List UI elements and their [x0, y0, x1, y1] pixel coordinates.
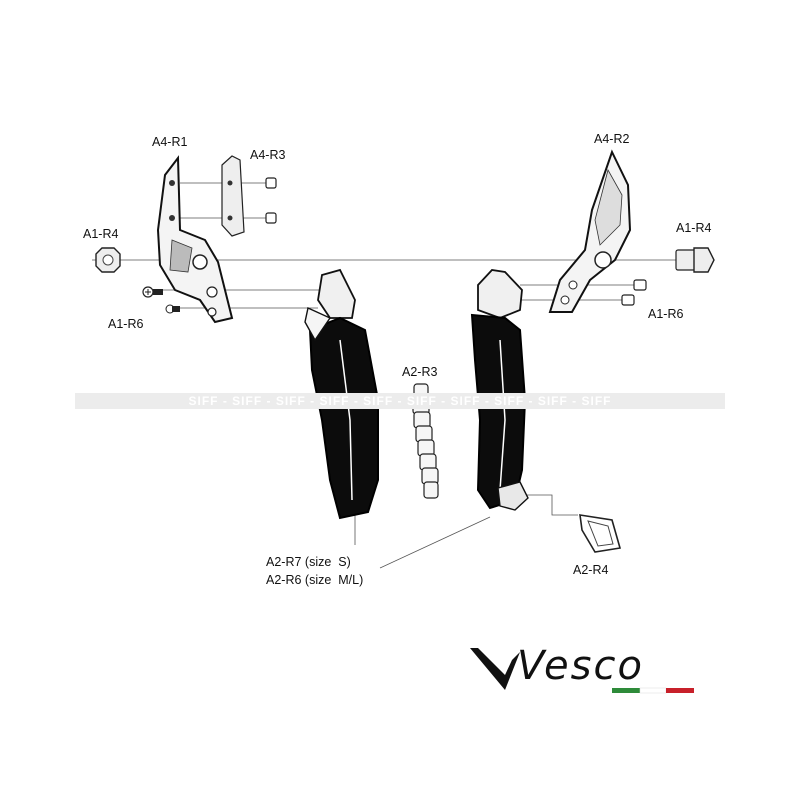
- handle-right: [470, 269, 529, 511]
- screws-a4-r3: [265, 177, 277, 224]
- nut-a1-r4-left: [95, 247, 121, 273]
- label-a4-r3: A4-R3: [250, 148, 286, 162]
- plate-a4-r3: [221, 155, 245, 237]
- brand-name: Vesco: [517, 643, 644, 689]
- label-a4-r2: A4-R2: [594, 132, 630, 146]
- label-a1-r6-right: A1-R6: [648, 307, 684, 321]
- label-a1-r4-right: A1-R4: [676, 221, 712, 235]
- blade-a4-r2: [548, 149, 632, 313]
- screws-a1-r6-left: [142, 286, 180, 314]
- bolt-a1-r4-right: [675, 247, 715, 273]
- spring-a2-r3: [412, 383, 439, 499]
- label-a1-r6-left: A1-R6: [108, 317, 144, 331]
- screws-a1-r6-right: [621, 279, 647, 306]
- label-a2-r7-r6: A2-R7 (size S) A2-R6 (size M/L): [266, 555, 364, 587]
- label-a2-r4: A2-R4: [573, 563, 609, 577]
- watermark-band: SIFF - SIFF - SIFF - SIFF - SIFF - SIFF …: [75, 393, 725, 409]
- blade-a4-r1: [156, 155, 234, 324]
- handle-left: [304, 268, 379, 520]
- brand-logo: Vesco: [465, 637, 705, 697]
- label-a2-r3: A2-R3: [402, 365, 438, 379]
- label-a4-r1: A4-R1: [152, 135, 188, 149]
- brand-swoosh: [470, 648, 694, 694]
- lock-a2-r4: [579, 514, 622, 553]
- watermark-text: SIFF - SIFF - SIFF - SIFF - SIFF - SIFF …: [188, 394, 612, 408]
- label-a1-r4-left: A1-R4: [83, 227, 119, 241]
